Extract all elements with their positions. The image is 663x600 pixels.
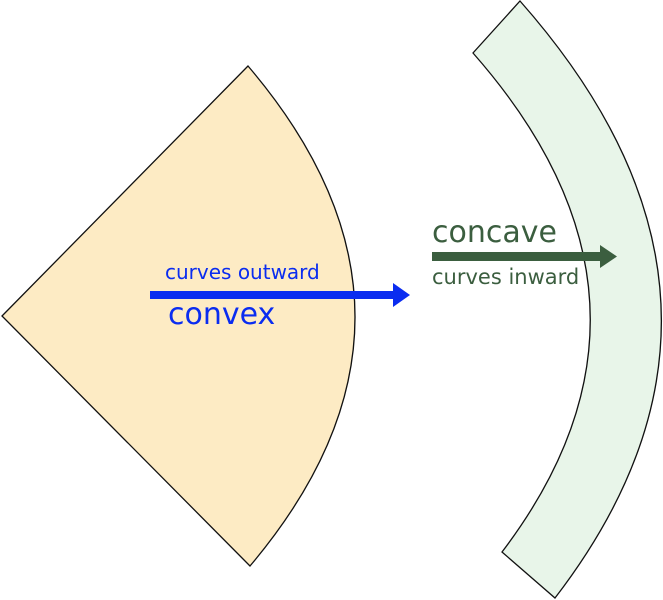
convex-label: convex — [168, 297, 276, 332]
concave-label: concave — [432, 215, 557, 250]
concave-arrow — [432, 245, 617, 268]
convex-arrow — [150, 283, 410, 307]
concave-lens-shape — [472, 0, 662, 599]
convex-sublabel: curves outward — [165, 260, 320, 284]
concave-sublabel: curves inward — [432, 265, 580, 289]
convex-sector-shape — [1, 65, 356, 567]
